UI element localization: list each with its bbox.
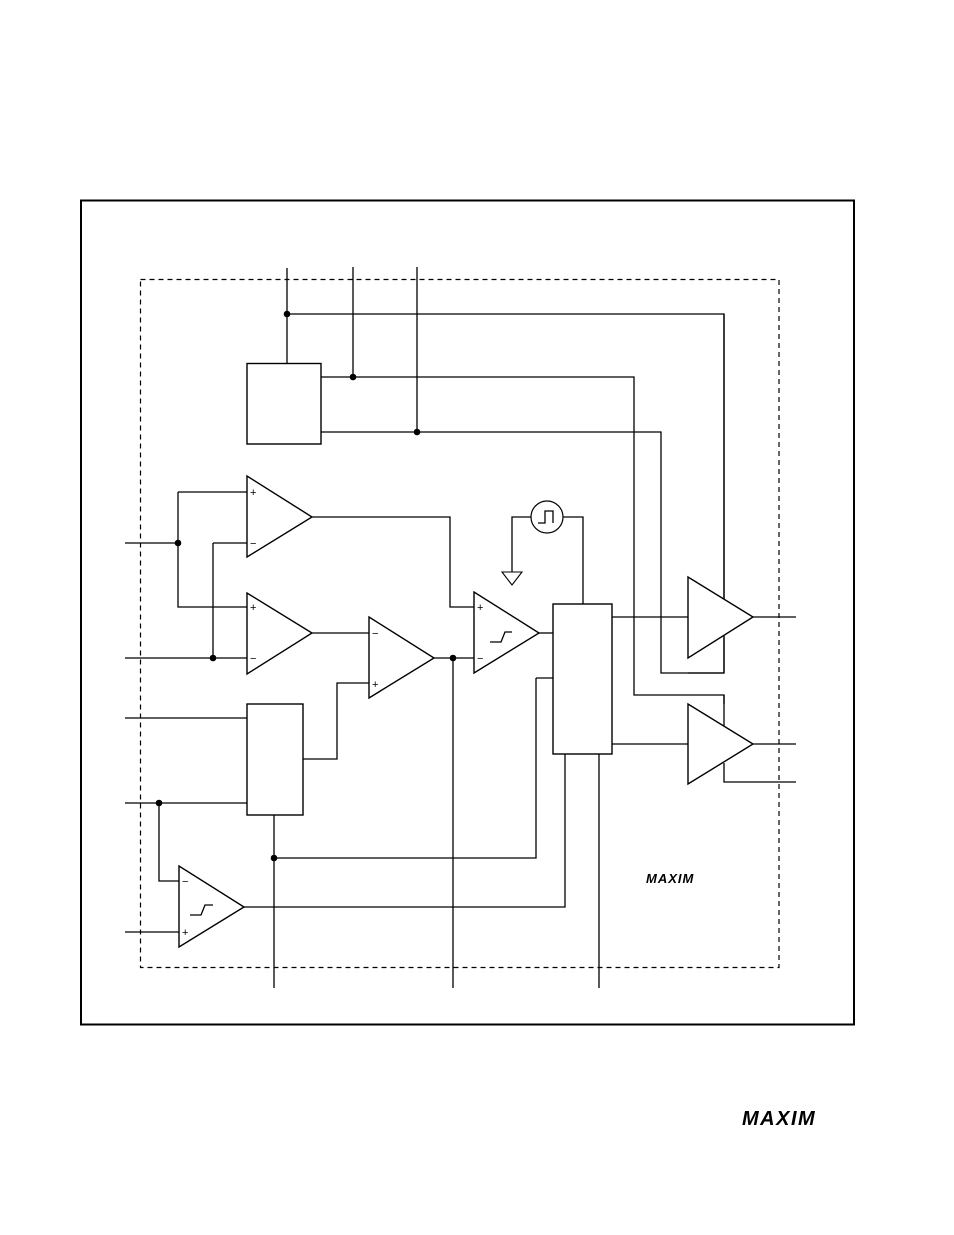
driver-2 [687,702,755,786]
svg-text:+: + [372,679,378,691]
hysteresis-icon [490,631,512,643]
svg-text:−: − [372,628,378,640]
amp-2: + − [246,591,314,676]
svg-text:+: + [250,602,256,614]
hysteresis-icon [190,904,213,916]
junction-node [349,373,357,381]
svg-text:−: − [477,653,483,665]
comparator-1: + − [473,590,541,675]
svg-text:−: − [250,653,256,665]
junction-node [270,854,278,862]
ref-block [246,703,304,816]
svg-text:MAXIM: MAXIM [742,1108,816,1130]
oscillator [530,500,564,534]
maxim-logo-inner: MAXIM [646,871,695,886]
svg-text:−: − [182,876,188,888]
junction-node [413,428,421,436]
junction-node [283,310,291,318]
ic-boundary [139,278,780,969]
driver-1 [687,575,755,660]
input-wiring [125,491,247,662]
junction-node [155,799,163,807]
svg-text:+: + [250,487,256,499]
amp-1: + − [246,474,314,559]
logic-block [552,603,613,755]
svg-text:+: + [477,602,483,614]
svg-text:MAXIM: MAXIM [646,871,695,886]
diagram-frame [80,199,855,1026]
square-wave-icon [538,510,554,524]
ref-block-wiring [125,682,369,988]
junction-node [209,654,217,662]
reg-block [246,362,322,445]
maxim-logo-footer: MAXIM [742,1108,816,1130]
junction-node [449,654,457,662]
ground-icon [500,571,524,586]
svg-text:+: + [182,927,188,939]
comparator-2: − + [178,864,246,949]
junction-node [174,539,182,547]
svg-text:−: − [250,538,256,550]
amp-3: − + [368,615,436,700]
